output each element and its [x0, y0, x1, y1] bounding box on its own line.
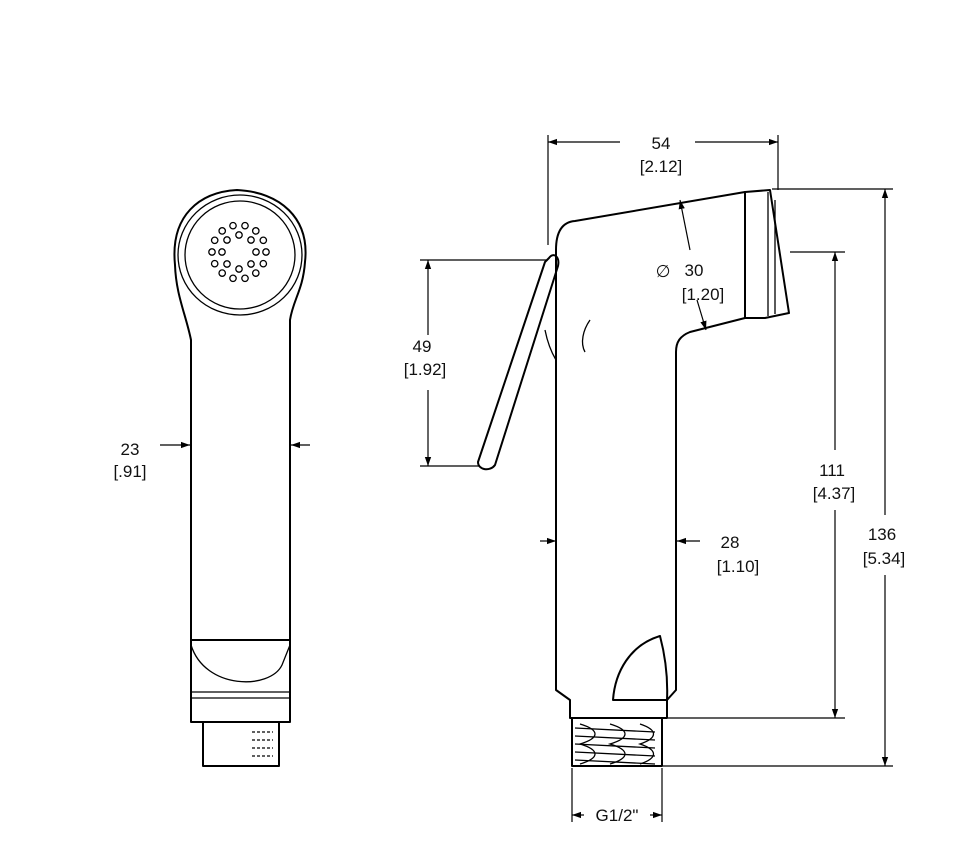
dim-136-inch: [5.34]: [863, 549, 906, 568]
nozzle-hole: [247, 260, 255, 268]
dim-28-inch: [1.10]: [717, 557, 760, 576]
dim-30-symbol: ∅: [656, 262, 671, 281]
front-view-connector: [202, 721, 280, 767]
nozzle-hole: [235, 265, 243, 273]
nozzle-hole: [208, 248, 216, 256]
nozzle-hole: [241, 274, 249, 283]
nozzle-hole: [259, 259, 268, 268]
front-view-grip-curve: [190, 644, 291, 683]
front-view-spray-face-inner: [184, 200, 296, 310]
nozzle-hole: [252, 248, 260, 256]
dim-111-inch: [4.37]: [813, 484, 856, 503]
dim-49-value: 49: [413, 337, 432, 356]
side-view-lever-hinge: [544, 329, 557, 361]
dim-30-arrow-top: [678, 199, 691, 251]
side-view-lever: [477, 254, 560, 471]
nozzle-hole: [210, 259, 219, 268]
front-width-dim-value: 23: [121, 440, 140, 459]
side-view-thumb-cutout: [612, 635, 669, 701]
nozzle-hole: [218, 248, 226, 256]
front-view-thread-marks: [252, 731, 273, 757]
nozzle-hole: [223, 260, 231, 268]
dim-54-inch: [2.12]: [640, 157, 683, 176]
nozzle-hole: [241, 221, 249, 230]
nozzle-hole: [251, 227, 260, 235]
front-view-head-outline: [173, 189, 307, 641]
nozzle-hole: [259, 236, 268, 245]
front-width-dim-inch: [.91]: [113, 462, 146, 481]
nozzle-hole: [247, 236, 255, 244]
dim-136-value: 136: [868, 525, 896, 544]
dim-30-arrow-bottom: [696, 299, 707, 331]
nozzle-hole: [218, 269, 227, 277]
front-view-spray-face-outer: [177, 194, 303, 316]
nozzle-hole: [218, 227, 227, 235]
nozzle-hole: [229, 221, 237, 230]
dim-thread-value: G1/2": [596, 806, 639, 825]
nozzle-hole: [262, 248, 270, 256]
side-view-thread-connector: [571, 717, 663, 767]
side-view-thread-pattern: [574, 723, 656, 765]
nozzle-hole: [223, 236, 231, 244]
dim-49-inch: [1.92]: [404, 360, 447, 379]
nozzle-hole: [210, 236, 219, 245]
front-view: 23 [.91]: [113, 189, 310, 767]
side-view-head-cap: [744, 189, 790, 319]
nozzle-hole: [251, 269, 260, 277]
nozzle-hole: [235, 231, 243, 239]
nozzle-hole: [229, 274, 237, 283]
dim-111-value: 111: [819, 461, 845, 480]
side-view-grip-groove: [581, 319, 591, 353]
dim-30-value: 30: [685, 261, 704, 280]
front-view-nozzle-holes: [208, 221, 270, 283]
dim-54-value: 54: [652, 134, 671, 153]
dim-30-inch: [1.20]: [682, 285, 725, 304]
side-view: 54 [2.12] ∅ 30 [1.20] 49 [1.92] 28 [1.10…: [404, 134, 906, 825]
dim-28-value: 28: [721, 533, 740, 552]
